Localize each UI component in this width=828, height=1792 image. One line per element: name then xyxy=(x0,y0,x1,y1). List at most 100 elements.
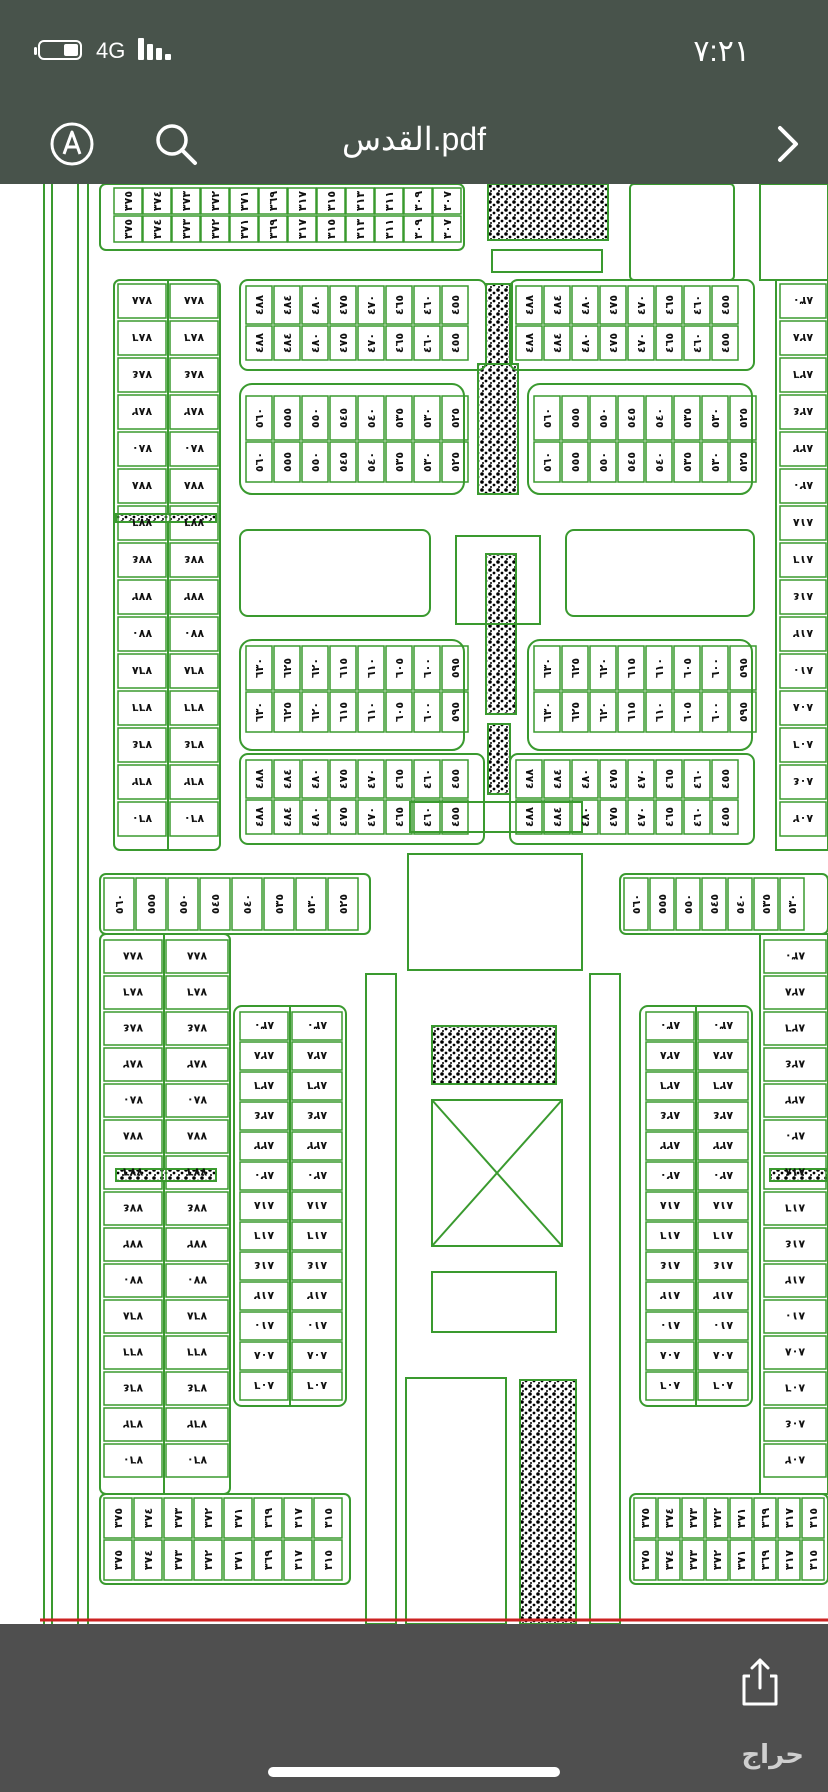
lot-number: ٤٨٠ xyxy=(579,807,592,827)
lot-number: ٥٣٥ xyxy=(760,894,773,914)
lot-cell xyxy=(165,975,229,1010)
lot-cell xyxy=(113,215,143,243)
lot-number: ٣١٥ xyxy=(325,191,338,211)
lot-number: ٨١٨ xyxy=(254,1199,274,1212)
lot-cell xyxy=(779,542,827,578)
lot-number: ٨٠٨ xyxy=(785,1346,805,1359)
lot-number: ٤٦٥ xyxy=(663,333,676,353)
lot-number: ٨١٤ xyxy=(307,1259,327,1272)
lot-cell xyxy=(301,799,329,835)
lot-cell xyxy=(515,759,543,799)
lot-number: ٧٨٠ xyxy=(187,1094,207,1107)
battery-icon xyxy=(34,40,82,60)
lot-number: ٧٨٠ xyxy=(123,1094,143,1107)
lot-number: ٥٤٥ xyxy=(625,452,638,472)
lot-cell xyxy=(441,441,469,483)
lot-number: ٨١٤ xyxy=(793,590,813,603)
chevron-right-icon[interactable] xyxy=(764,120,812,168)
lot-cell xyxy=(779,357,827,393)
lot-number: ٨٢٢ xyxy=(713,1139,733,1152)
lot-number: ٨٢٦ xyxy=(793,368,813,381)
lot-cell xyxy=(291,1011,343,1041)
lot-cell xyxy=(357,285,385,325)
lot-cell xyxy=(779,394,827,430)
lot-number: ٤٧٥ xyxy=(337,333,350,353)
lot-cell xyxy=(561,441,589,483)
lot-number: ٨١٦ xyxy=(254,1229,274,1242)
lot-number: ٣٠٩ xyxy=(412,191,425,211)
lot-number: ٨٠٦ xyxy=(660,1379,680,1392)
lot-number: ٤٥٥ xyxy=(719,807,732,827)
lot-number: ٣١٧ xyxy=(292,1508,305,1528)
markup-icon[interactable] xyxy=(48,120,96,168)
lot-number: ٨٢٨ xyxy=(307,1049,327,1062)
lot-cell xyxy=(385,395,413,441)
lot-cell xyxy=(645,1101,695,1131)
lot-cell xyxy=(316,215,346,243)
lot-cell xyxy=(753,1497,777,1539)
lot-cell xyxy=(561,645,589,691)
lot-cell xyxy=(763,1191,827,1226)
lot-cell xyxy=(705,1497,729,1539)
lot-cell xyxy=(763,1371,827,1406)
lot-cell xyxy=(223,1539,253,1581)
lot-number: ٣١٣ xyxy=(354,219,367,239)
lot-number: ٦٠٥ xyxy=(681,702,694,722)
lot-number: ٨٣٠ xyxy=(307,1019,327,1032)
lot-cell xyxy=(432,215,462,243)
lot-cell xyxy=(169,690,219,726)
lot-cell xyxy=(273,799,301,835)
lot-cell xyxy=(673,691,701,733)
share-icon[interactable] xyxy=(732,1654,788,1710)
lot-number: ٧٧٤ xyxy=(132,553,152,566)
lot-cell xyxy=(727,877,753,931)
lot-cell xyxy=(645,1281,695,1311)
lot-number: ٨٠٤ xyxy=(793,775,813,788)
lot-number: ٥٢٥ xyxy=(337,894,350,914)
lot-cell xyxy=(729,395,757,441)
lot-cell xyxy=(655,285,683,325)
lot-cell xyxy=(239,1101,289,1131)
lot-number: ٥٩٥ xyxy=(449,658,462,678)
lot-cell xyxy=(385,441,413,483)
lot-number: ٥٥٠ xyxy=(177,894,190,914)
lot-number: ٨٢٦ xyxy=(307,1079,327,1092)
lot-cell xyxy=(345,187,375,215)
lot-number: ٦٢٠ xyxy=(309,658,322,678)
top-bar: 4G ٧:٢١ القدس.pdf xyxy=(0,0,828,184)
lot-cell xyxy=(239,1311,289,1341)
lot-cell xyxy=(763,1335,827,1370)
lot-number: ٣١٥ xyxy=(322,1508,335,1528)
lot-number: ٨٠٨ xyxy=(254,1349,274,1362)
lot-number: ٦٢٥ xyxy=(281,658,294,678)
lot-number: ٥٩٥ xyxy=(449,702,462,722)
lot-number: ٣٧٥ xyxy=(639,1550,652,1570)
lot-cell xyxy=(599,759,627,799)
lot-number: ٣٧٥ xyxy=(112,1550,125,1570)
lot-cell xyxy=(313,1497,343,1539)
lot-number: ٧٨٠ xyxy=(132,442,152,455)
lot-cell xyxy=(763,1083,827,1118)
lot-cell xyxy=(169,505,219,541)
lot-number: ٤٦٠ xyxy=(421,333,434,353)
network-type: 4G xyxy=(96,38,126,63)
bottom-bar xyxy=(0,1624,828,1792)
lot-cell xyxy=(561,691,589,733)
lot-cell xyxy=(117,579,167,615)
lot-number: ٧٧٢ xyxy=(184,590,204,603)
lot-cell xyxy=(697,1341,749,1371)
lot-number: ٦١٥ xyxy=(337,658,350,678)
lot-number: ٣١٣ xyxy=(354,191,367,211)
lot-cell xyxy=(627,285,655,325)
lot-cell xyxy=(711,799,739,835)
lot-cell xyxy=(779,505,827,541)
lot-number: ٧٨٠ xyxy=(184,442,204,455)
lot-cell xyxy=(117,690,167,726)
lot-number: ٥٥٠ xyxy=(597,452,610,472)
lot-number: ٤٧٥ xyxy=(607,333,620,353)
lot-number: ٧٨٨ xyxy=(132,294,152,307)
lot-cell xyxy=(385,325,413,361)
lot-number: ٦٠٠ xyxy=(709,658,722,678)
search-icon[interactable] xyxy=(152,120,200,168)
